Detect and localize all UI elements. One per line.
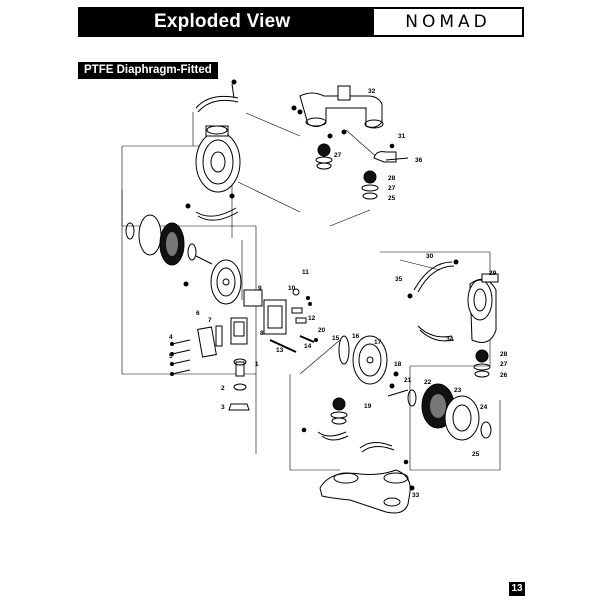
bottom-manifold [319, 469, 415, 514]
callout-6: 6 [196, 310, 200, 317]
callout-26: 26 [500, 372, 508, 379]
callout-11: 11 [302, 269, 309, 276]
callout-12: 12 [308, 315, 316, 322]
callout-35: 35 [395, 276, 403, 283]
section-label: PTFE Diaphragm-Fitted [78, 62, 218, 79]
callout-30: 30 [426, 253, 434, 260]
callout-13: 13 [276, 347, 284, 354]
callout-27-mid: 27 [388, 185, 396, 192]
lower-clamps [301, 427, 409, 465]
callout-16: 16 [352, 333, 360, 340]
callout-29: 29 [489, 270, 497, 277]
brand-logo: NOMAD [374, 9, 522, 35]
page-title: Exploded View [154, 11, 291, 32]
callout-1: 1 [255, 361, 259, 368]
callout-25-right: 25 [472, 451, 480, 458]
callout-28-right: 28 [500, 351, 508, 358]
callout-27-top: 27 [334, 152, 342, 159]
callout-17: 17 [374, 339, 382, 346]
callout-33: 33 [412, 492, 420, 499]
callout-labels: 1 2 3 4 5 6 7 8 9 10 11 12 13 14 15 16 1… [169, 88, 508, 499]
page-header: Exploded View NOMAD [78, 7, 524, 37]
right-chamber [407, 259, 499, 343]
callout-8: 8 [260, 330, 264, 337]
callout-4: 4 [169, 334, 173, 341]
callout-20: 20 [318, 327, 326, 334]
left-air-chamber [210, 259, 242, 305]
callout-3: 3 [221, 404, 225, 411]
left-chamber [195, 125, 241, 193]
right-diaphragm-stack [407, 383, 492, 441]
callout-7: 7 [208, 317, 212, 324]
assembly-guide-lines [121, 112, 501, 471]
callout-27-right: 27 [500, 361, 508, 368]
callout-28-top: 28 [388, 175, 396, 182]
callout-18: 18 [394, 361, 402, 368]
clamp-band-lower [185, 193, 239, 221]
callout-21: 21 [404, 377, 412, 384]
check-balls [315, 143, 491, 425]
callout-25-top: 25 [388, 195, 396, 202]
upper-right-elbow [373, 143, 409, 163]
callout-9: 9 [258, 285, 262, 292]
callout-14: 14 [304, 343, 312, 350]
callout-24: 24 [480, 404, 488, 411]
callout-31: 31 [398, 133, 406, 140]
top-manifold [291, 85, 384, 139]
left-diaphragm-stack [125, 214, 213, 287]
callout-10: 10 [288, 285, 296, 292]
center-section [197, 288, 318, 411]
callout-5: 5 [169, 353, 173, 360]
callout-19: 19 [364, 403, 372, 410]
callout-22: 22 [424, 379, 432, 386]
page-number: 13 [509, 582, 525, 596]
callout-23: 23 [454, 387, 462, 394]
callout-32: 32 [368, 88, 376, 95]
callout-2: 2 [221, 385, 225, 392]
callout-34: 34 [446, 336, 454, 343]
callout-15: 15 [332, 335, 340, 342]
right-air-chamber [338, 335, 409, 397]
callout-36: 36 [415, 157, 423, 164]
clamp-band-upper [195, 79, 239, 113]
bolts-left [170, 339, 191, 376]
